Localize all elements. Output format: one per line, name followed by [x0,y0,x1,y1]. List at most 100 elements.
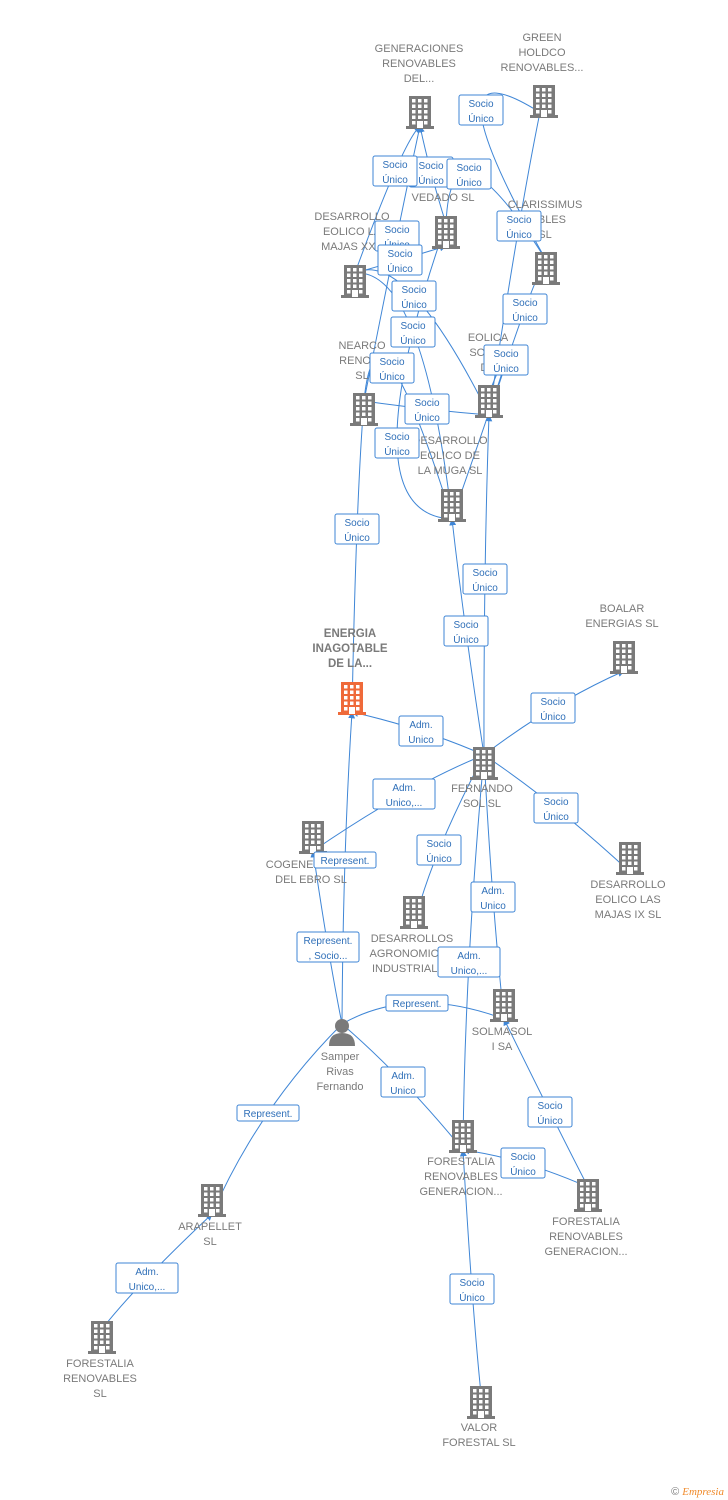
edge-label-text: Único [456,176,482,189]
node-label: BOALAR [600,603,645,615]
building-icon [400,896,428,929]
edge-label[interactable]: Represent. [236,1104,300,1122]
edge-label-text: Único [401,298,427,311]
edge-label[interactable]: Adm.Unico,... [437,946,501,978]
edge-label-box [500,1147,546,1179]
node-label: EOLICO LA [323,226,382,238]
node-label: SL [93,1388,106,1400]
edge-label-text: Único [537,1114,563,1127]
edge-label-text: Socio [540,697,565,708]
node-label: CLARISSIMUS [508,199,583,211]
building-icon [438,489,466,522]
node-label: Samper [321,1051,360,1063]
edge-label[interactable]: Adm.Unico,... [372,778,436,810]
edge-label-text: Represent. [244,1109,293,1120]
edge-label-box [462,563,508,595]
edge-label-text: Único [414,411,440,424]
node-label: INDUSTRIALES [372,963,452,975]
building-icon [467,1386,495,1419]
edge-label-text: Unico,... [451,966,488,977]
node-green[interactable]: GREENHOLDCORENOVABLES... [501,32,584,118]
edge-label[interactable]: Represent. [385,994,449,1012]
edge-label-text: Socio [453,620,478,631]
edge-label-text: Socio [379,357,404,368]
edge-label-text: Único [468,112,494,125]
edge-label-box [470,881,516,913]
node-label: NEARCO [338,340,386,352]
node-label: SL [203,1236,216,1248]
node-label: ENERGIA [324,628,376,640]
edge-label-text: Unico [408,735,434,746]
edge-label-text: Socio [472,568,497,579]
edge-label-text: Adm. [391,1071,414,1082]
edge-label-box [296,931,360,963]
node-label: DE LA... [328,658,372,670]
building-icon [350,393,378,426]
edge-label-text: Único [387,262,413,275]
node-label: I SA [492,1041,513,1053]
node-forestalia_gen1[interactable]: FORESTALIARENOVABLESGENERACION... [419,1120,503,1198]
building-icon [610,641,638,674]
node-forestalia_gen2[interactable]: FORESTALIARENOVABLESGENERACION... [544,1179,628,1258]
edge-label-text: Socio [401,285,426,296]
footer-brand[interactable]: © Empresia [671,1486,724,1498]
edge-label-box [374,427,420,459]
edge-label-text: Adm. [481,886,504,897]
edge-label-box [385,994,449,1012]
building-icon [198,1184,226,1217]
edge-label[interactable]: Adm.Unico [398,715,444,747]
edge-label-box [483,344,529,376]
edge-label-text: Socio [382,160,407,171]
node-label: HOLDCO [518,47,566,59]
edge-label-box [437,946,501,978]
node-label: DEL... [404,73,435,85]
edge-label[interactable]: Adm.Unico [470,881,516,913]
edge-label-text: Socio [344,518,369,529]
edge-label[interactable]: Adm.Unico,... [115,1262,179,1294]
building-icon [449,1120,477,1153]
edge-label[interactable]: Represent., Socio... [296,931,360,963]
node-label: DESARROLLOS [371,933,454,945]
edge-label[interactable]: Represent. [313,851,377,869]
node-generaciones[interactable]: GENERACIONESRENOVABLESDEL... [375,43,464,129]
edge-label[interactable]: Adm.Unico [380,1066,426,1098]
node-label: RENOVABLES... [501,62,584,74]
edge-label-box [391,280,437,312]
edge-label-box [502,293,548,325]
node-label: DESARROLLO [590,879,666,891]
edge-label-text: Socio [459,1278,484,1289]
